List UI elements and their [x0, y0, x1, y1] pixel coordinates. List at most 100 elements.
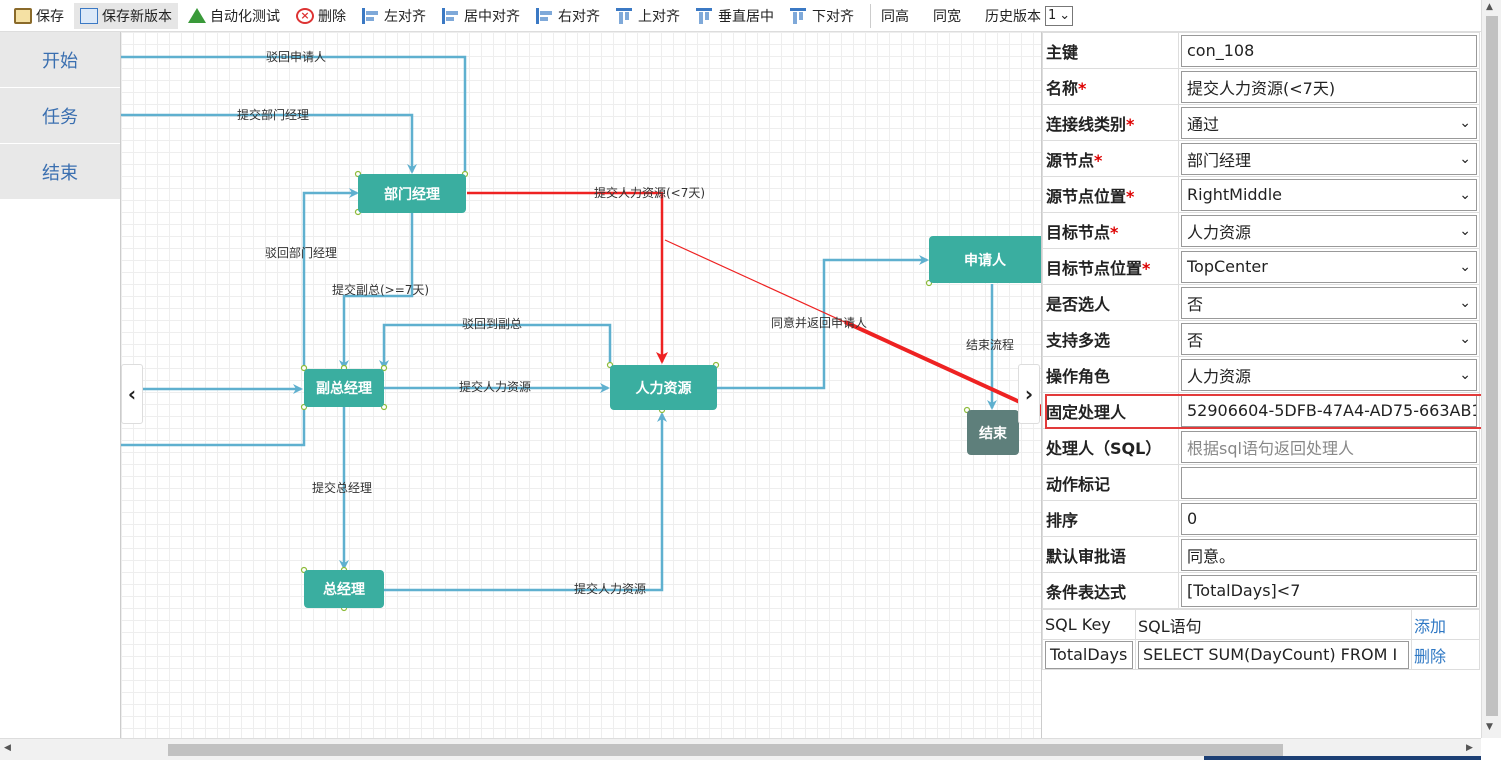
align-top-button[interactable]: 上对齐 [610, 3, 686, 29]
same-width-button[interactable]: 同宽 [933, 8, 961, 25]
edge-label-reject-dept-manager[interactable]: 驳回部门经理 [265, 246, 338, 260]
chevron-down-icon: ⌄ [1459, 150, 1471, 167]
property-label-text: 固定处理人 [1046, 402, 1127, 422]
edge-label-submit-hr-from-vp[interactable]: 提交人力资源 [459, 380, 532, 394]
scroll-left-icon[interactable]: ◀ [4, 743, 11, 753]
palette-divider [120, 32, 121, 738]
collapse-right-button[interactable]: › [1018, 364, 1040, 424]
edge-reject-dept-manager[interactable] [302, 188, 359, 368]
delete-label: 删除 [318, 8, 346, 25]
scroll-up-icon[interactable]: ▲ [1486, 2, 1493, 12]
vertical-scroll-thumb[interactable] [1486, 16, 1498, 716]
horizontal-scrollbar[interactable]: ◀ ▶ [0, 738, 1481, 760]
sql-delete-link[interactable]: 删除 [1411, 639, 1480, 670]
property-label-text: 默认审批语 [1046, 546, 1127, 566]
property-input[interactable]: [TotalDays]<7 [1181, 574, 1477, 607]
auto-test-button[interactable]: 自动化测试 [182, 3, 286, 29]
property-input[interactable]: 0 [1181, 502, 1477, 535]
property-select[interactable]: 通过⌄ [1181, 106, 1477, 139]
scroll-right-icon[interactable]: ▶ [1466, 743, 1473, 753]
edge-label-submit-hr-from-gm[interactable]: 提交人力资源 [574, 582, 647, 596]
property-select[interactable]: 人力资源⌄ [1181, 358, 1477, 391]
property-value: 否 [1187, 330, 1204, 350]
node-vice-president[interactable]: 副总经理 [304, 369, 384, 407]
edge-label-reject-vp[interactable]: 驳回到副总 [462, 317, 523, 331]
edge-submit-vp[interactable] [339, 213, 414, 370]
property-input[interactable]: con_108 [1181, 34, 1477, 67]
property-row: 条件表达式[TotalDays]<7 [1042, 572, 1480, 609]
property-row: 是否选人否⌄ [1042, 284, 1480, 321]
property-label: 动作标记 [1042, 464, 1179, 501]
required-marker: * [1126, 114, 1135, 134]
property-value: 人力资源 [1187, 366, 1252, 386]
node-end[interactable]: 结束 [967, 410, 1019, 455]
save-label: 保存 [36, 8, 64, 25]
node-hr[interactable]: 人力资源 [610, 365, 717, 410]
property-row: 默认审批语 同意。 [1042, 536, 1480, 573]
edge-gm-to-hr[interactable] [384, 412, 667, 592]
edge-reject-applicant[interactable] [121, 55, 467, 174]
property-select[interactable]: RightMiddle⌄ [1181, 178, 1477, 211]
align-bottom-icon [790, 7, 808, 24]
edge-label-submit-vp[interactable]: 提交副总(>=7天) [332, 283, 430, 297]
scroll-down-icon[interactable]: ▼ [1486, 722, 1493, 732]
history-version-label: 历史版本 [985, 8, 1041, 25]
property-select[interactable]: 否⌄ [1181, 322, 1477, 355]
palette-item-end[interactable]: 结束 [0, 144, 120, 200]
edge-reject-vp[interactable] [379, 323, 612, 370]
property-input[interactable]: 根据sql语句返回处理人 [1181, 430, 1477, 463]
edge-label-submit-gm[interactable]: 提交总经理 [312, 481, 373, 495]
horizontal-scroll-thumb[interactable] [168, 744, 1283, 756]
required-marker: * [1126, 186, 1135, 206]
property-select[interactable]: 否⌄ [1181, 286, 1477, 319]
align-bottom-button[interactable]: 下对齐 [784, 3, 860, 29]
delete-button[interactable]: × 删除 [290, 3, 352, 29]
node-general-manager[interactable]: 总经理 [304, 570, 384, 608]
align-left-button[interactable]: 左对齐 [356, 3, 432, 29]
palette-item-task[interactable]: 任务 [0, 88, 120, 144]
property-input[interactable]: 同意。 [1181, 538, 1477, 571]
property-select[interactable]: 人力资源⌄ [1181, 214, 1477, 247]
edge-label-submit-dept-manager[interactable]: 提交部门经理 [237, 108, 310, 122]
align-vmiddle-button[interactable]: 垂直居中 [690, 3, 780, 29]
history-version-select[interactable]: 1 ⌄ [1045, 5, 1074, 26]
edge-label-end-flow[interactable]: 结束流程 [966, 338, 1015, 352]
edge-label-reject-applicant[interactable]: 驳回申请人 [266, 50, 327, 64]
toolbar: 保存 保存新版本 自动化测试 × 删除 左对齐 居中对齐 右对齐 上对齐 [0, 0, 1501, 32]
property-label: 源节点位置* [1042, 176, 1179, 213]
property-input[interactable]: 52906604-5DFB-47A4-AD75-663AB1 [1181, 394, 1477, 427]
palette-item-start[interactable]: 开始 [0, 32, 120, 88]
property-label: 主键 [1042, 32, 1179, 69]
sql-key-input[interactable]: TotalDays [1045, 640, 1133, 669]
edge-submit-dept-manager[interactable] [121, 113, 417, 174]
property-input[interactable]: 提交人力资源(<7天) [1181, 70, 1477, 103]
node-dept-manager[interactable]: 部门经理 [358, 174, 466, 213]
edge-selected-submit-hr[interactable] [467, 191, 668, 364]
property-label: 支持多选 [1042, 320, 1179, 357]
property-input[interactable] [1181, 466, 1477, 499]
sql-statement-input[interactable]: SELECT SUM(DayCount) FROM I [1138, 640, 1409, 669]
sql-add-link[interactable]: 添加 [1411, 609, 1480, 640]
property-select[interactable]: TopCenter⌄ [1181, 250, 1477, 283]
edge-label-approve-return[interactable]: 同意并返回申请人 [771, 316, 868, 330]
align-center-button[interactable]: 居中对齐 [436, 3, 526, 29]
edge-left-out[interactable] [121, 407, 306, 447]
align-bottom-label: 下对齐 [812, 8, 854, 25]
flow-canvas[interactable] [121, 32, 1041, 738]
edge-approve-return[interactable] [717, 255, 929, 390]
save-new-version-button[interactable]: 保存新版本 [74, 2, 178, 29]
edge-label-submit-hr-lt7[interactable]: 提交人力资源(<7天) [594, 186, 706, 200]
sql-table: SQL Key SQL语句 添加 TotalDays SELECT SUM(Da… [1042, 609, 1480, 670]
property-value: 根据sql语句返回处理人 [1187, 438, 1354, 458]
align-right-button[interactable]: 右对齐 [530, 3, 606, 29]
collapse-left-button[interactable]: ‹ [121, 364, 143, 424]
property-select[interactable]: 部门经理⌄ [1181, 142, 1477, 175]
property-row: 固定处理人 52906604-5DFB-47A4-AD75-663AB1 [1042, 392, 1480, 429]
vertical-scrollbar[interactable]: ▲ ▼ [1481, 0, 1501, 738]
node-applicant[interactable]: 申请人 [929, 236, 1041, 283]
same-height-button[interactable]: 同高 [881, 8, 909, 25]
save-button[interactable]: 保存 [8, 3, 70, 29]
